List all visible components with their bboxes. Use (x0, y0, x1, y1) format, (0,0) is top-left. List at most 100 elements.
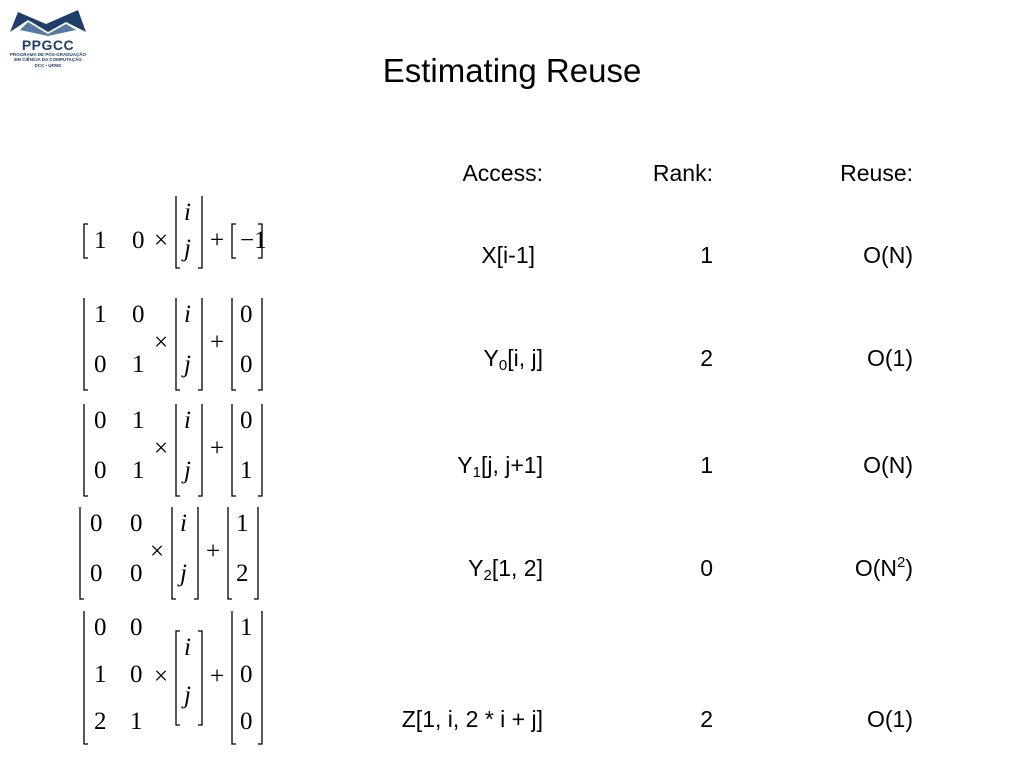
header-reuse: Reuse: (840, 160, 913, 186)
matrix-bracket (231, 298, 236, 391)
row-rank: 2 (700, 706, 713, 732)
row-reuse: O(N) (863, 242, 913, 268)
matrix-entry: 0 (132, 301, 145, 328)
vector-entry: i (184, 301, 191, 328)
row-access: Y1[j, j+1] (457, 452, 543, 481)
matrix-entry: 0 (94, 614, 107, 641)
row-rank: 1 (700, 452, 713, 478)
matrix-bracket (79, 507, 84, 600)
row-rank: 1 (700, 242, 713, 268)
matrix-entry: 0 (130, 510, 143, 537)
matrix-bracket (171, 507, 176, 600)
matrix-entry: 1 (132, 457, 145, 484)
logo-line-2: EM CIÊNCIA DA COMPUTAÇÃO (14, 57, 82, 62)
vector-entry: i (184, 634, 191, 661)
matrix-bracket (198, 298, 203, 391)
plus-operator: + (210, 662, 225, 690)
matrix-bracket (231, 404, 236, 497)
matrix-entry: 0 (132, 227, 145, 254)
vector-entry: j (184, 235, 191, 262)
matrix-entry: 0 (130, 614, 143, 641)
matrix-bracket (231, 611, 236, 745)
offset-entry: 0 (240, 708, 253, 735)
matrix-entry: 1 (130, 708, 143, 735)
matrix-bracket (194, 507, 199, 600)
matrix-bracket (231, 223, 236, 259)
row-access: Y2[1, 2] (468, 555, 543, 584)
plus-operator: + (206, 538, 221, 565)
vector-entry: j (184, 457, 191, 484)
matrix-bracket (83, 223, 88, 259)
offset-entry: 0 (240, 661, 253, 688)
offset-entry: 1 (240, 614, 253, 641)
matrix-entry: 1 (94, 661, 107, 688)
matrix-entry: 2 (94, 708, 107, 735)
times-operator: × (154, 435, 169, 462)
row-rank: 2 (700, 345, 713, 371)
logo-acronym: PPGCC (21, 37, 75, 53)
matrix-bracket (175, 298, 180, 391)
row-reuse: O(N) (863, 452, 913, 478)
matrix-bracket (175, 404, 180, 497)
matrix-bracket (175, 196, 180, 269)
offset-entry: 0 (240, 407, 253, 434)
header-access: Access: (462, 160, 543, 186)
matrix-entry: 1 (132, 351, 145, 378)
times-operator: × (154, 662, 169, 690)
matrix-bracket (175, 630, 180, 726)
logo-line-3: DCC • UFMG (34, 63, 62, 68)
row-reuse: O(N2) (854, 554, 913, 581)
row-reuse: O(1) (867, 706, 913, 732)
matrix-entry: 1 (132, 407, 145, 434)
matrix-bracket (227, 507, 232, 600)
matrix-bracket (83, 298, 88, 391)
ppgcc-logo: PPGCC PROGRAMA DE PÓS-GRADUAÇÃO EM CIÊNC… (6, 6, 90, 68)
offset-entry: 0 (240, 351, 253, 378)
plus-operator: + (210, 435, 225, 462)
times-operator: × (154, 329, 169, 356)
matrix-bracket (258, 611, 263, 745)
matrix-bracket (198, 196, 203, 269)
row-rank: 0 (700, 555, 713, 581)
vector-entry: i (184, 199, 191, 226)
matrix-entry: 0 (94, 407, 107, 434)
matrix-entry: 0 (94, 351, 107, 378)
logo-line-1: PROGRAMA DE PÓS-GRADUAÇÃO (9, 52, 87, 57)
times-operator: × (154, 227, 169, 254)
row-access: Y0[i, j] (483, 345, 543, 374)
matrix-bracket (258, 404, 263, 497)
matrix-bracket (258, 223, 263, 259)
offset-entry: −1 (240, 227, 267, 254)
vector-entry: i (180, 510, 187, 537)
matrix-entry: 1 (94, 301, 107, 328)
matrix-entry: 0 (94, 457, 107, 484)
matrix-bracket (198, 404, 203, 497)
matrix-bracket (198, 630, 203, 726)
matrix-bracket (258, 298, 263, 391)
matrix-entry: 0 (130, 661, 143, 688)
matrix-bracket (83, 611, 88, 745)
offset-entry: 2 (236, 560, 249, 587)
vector-entry: j (180, 560, 187, 587)
matrix-entry: 0 (90, 510, 103, 537)
matrix-entry: 0 (130, 560, 143, 587)
matrix-bracket (254, 507, 259, 600)
header-rank: Rank: (652, 160, 713, 186)
offset-entry: 1 (240, 457, 253, 484)
vector-entry: j (184, 682, 191, 709)
vector-entry: i (184, 407, 191, 434)
matrix-entry: 1 (94, 227, 107, 254)
slide-title: Estimating Reuse (382, 52, 642, 89)
offset-entry: 1 (236, 510, 249, 537)
plus-operator: + (210, 329, 225, 356)
times-operator: × (150, 538, 165, 565)
plus-operator: + (210, 227, 225, 254)
offset-entry: 0 (240, 301, 253, 328)
row-access: X[i-1] (481, 242, 535, 268)
matrix-entry: 0 (90, 560, 103, 587)
vector-entry: j (184, 351, 191, 378)
row-access: Z[1, i, 2 * i + j] (401, 706, 543, 732)
logo-emblem-icon (10, 10, 86, 36)
matrix-bracket (83, 404, 88, 497)
row-reuse: O(1) (867, 345, 913, 371)
